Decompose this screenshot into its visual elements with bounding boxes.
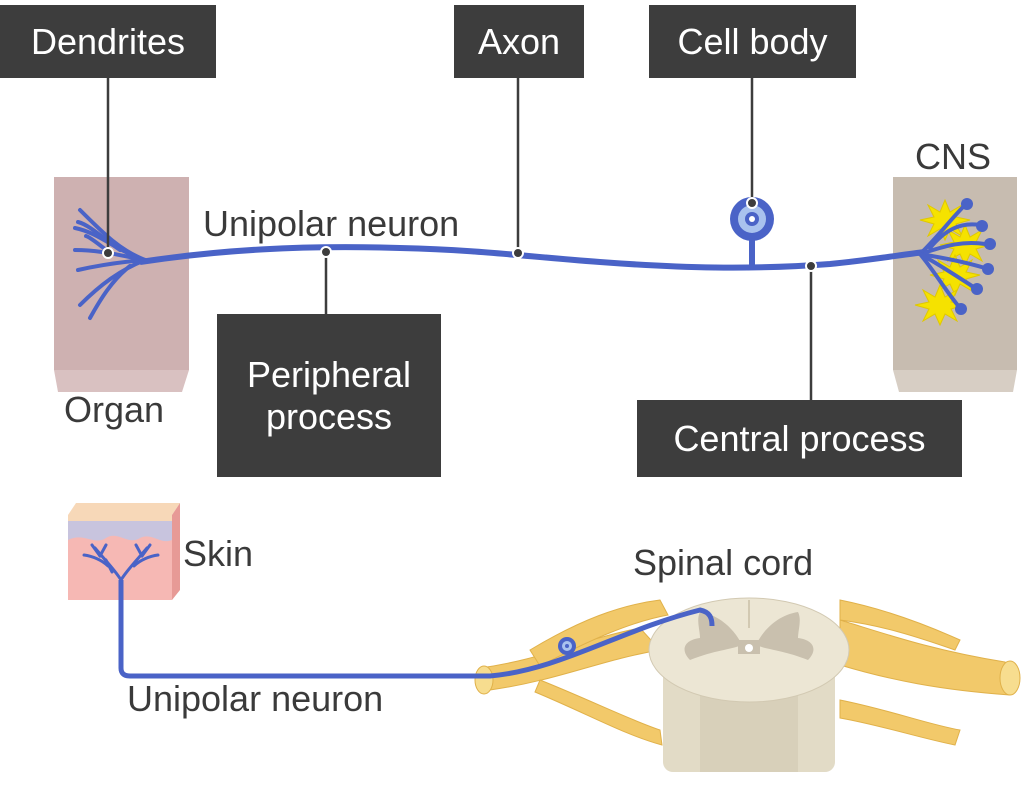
cns-label: CNS (915, 136, 992, 177)
skin-label: Skin (183, 533, 254, 574)
unipolar-neuron-top-label: Unipolar neuron (203, 203, 460, 244)
spinal-cord (648, 597, 850, 772)
unipolar-neuron-bottom-label: Unipolar neuron (127, 678, 384, 719)
leader-dots (102, 197, 817, 272)
axon-fiber (139, 244, 926, 271)
axon-terminals (914, 198, 996, 327)
peripheral-process-label: Peripheral process (217, 314, 441, 477)
skin-block (68, 503, 180, 600)
axon-label: Axon (454, 5, 584, 78)
bottom-neuron (118, 580, 715, 679)
cell-body (730, 197, 774, 268)
organ-label: Organ (64, 389, 165, 430)
skin-dendrites (82, 543, 160, 582)
organ-block (54, 177, 189, 392)
leader-lines (106, 78, 813, 400)
cell-body-label: Cell body (649, 5, 856, 78)
spinal-cord-label: Spinal cord (633, 542, 814, 583)
central-process-label: Central process (637, 400, 962, 477)
dendrites-label: Dendrites (0, 5, 216, 78)
